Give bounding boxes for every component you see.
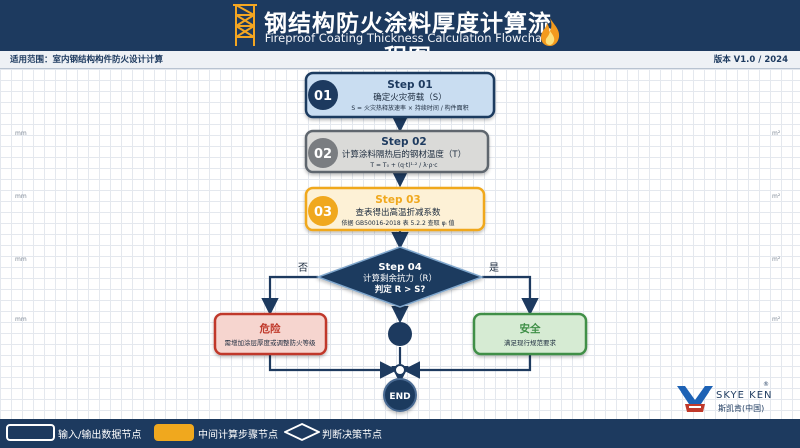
step-badge — [308, 80, 338, 110]
safe-text: 满足现行规范要求 — [504, 338, 557, 347]
step-title: Step 02 — [381, 136, 427, 148]
step-formula: 依据 GB50016-2018 表 5.2.2 查取 φᵢ 值 — [341, 219, 454, 227]
legend-decision-swatch — [284, 423, 320, 441]
danger-title: 危险 — [259, 322, 281, 335]
step-formula: T = T₀ + (q·t)¹·² / λ·ρ·c — [369, 162, 437, 169]
logo-registered-mark: ® — [763, 381, 769, 388]
step-02-node[interactable]: 02 Step 02 计算涂料隔热后的钢材温度（T） T = T₀ + (q·t… — [304, 129, 490, 174]
right-ruler-label: m² — [772, 193, 781, 200]
danger-node[interactable]: 危险 需增加涂层厚度或调整防火等级 — [213, 312, 328, 356]
right-ruler-label: m² — [772, 316, 781, 323]
junction-node — [394, 364, 406, 376]
version-label: 版本 V1.0 / 2024 — [713, 55, 788, 65]
connector-yes-branch — [482, 275, 539, 316]
step-01-node[interactable]: 01 Step 01 确定火灾荷载（S） S = 火灾热释放速率 × 持续时间 … — [304, 71, 496, 119]
step-formula: S = 火灾热释放速率 × 持续时间 / 构件面积 — [351, 104, 468, 112]
left-ruler-label: mm — [15, 256, 27, 263]
safe-title: 安全 — [520, 322, 541, 335]
connector-no-branch — [261, 275, 318, 316]
header-bar: 钢结构防火涂料厚度计算流程图 Fireproof Coating Thickne… — [0, 0, 800, 71]
connector-safe-end — [402, 354, 532, 379]
step-number: 02 — [314, 147, 332, 162]
step-title: Step 01 — [387, 79, 433, 91]
step-badge — [308, 138, 338, 168]
step-number: 01 — [314, 89, 332, 104]
flame-icon — [541, 18, 560, 46]
right-ruler-label: m² — [772, 256, 781, 263]
step-title: Step 03 — [375, 194, 421, 206]
legend-calc-swatch — [154, 424, 194, 441]
left-ruler-label: mm — [15, 130, 27, 137]
step-subtitle: 计算涂料隔热后的钢材温度（T） — [342, 149, 466, 160]
connector-danger-end — [268, 354, 398, 379]
branch-yes-label: 是 — [489, 262, 499, 274]
legend-io-swatch — [6, 424, 55, 441]
step-badge — [308, 196, 338, 226]
scope-label: 适用范围：室内钢结构构件防火设计计算 — [10, 55, 164, 65]
step-04-decision-node[interactable]: Step 04 计算剩余抗力（R） 判定 R > S? — [315, 246, 485, 308]
danger-text: 需增加涂层厚度或调整防火等级 — [225, 338, 317, 347]
decision-condition: 判定 R > S? — [375, 284, 426, 295]
end-node[interactable]: END — [383, 378, 417, 412]
step-03-node[interactable]: 03 Step 03 查表得出高温折减系数 依据 GB50016-2018 表 … — [304, 186, 486, 232]
step-subtitle: 确定火灾荷载（S） — [373, 92, 446, 103]
legend-io-label: 输入/输出数据节点 — [58, 430, 142, 441]
left-ruler-label: mm — [15, 193, 27, 200]
steel-tower-icon — [233, 4, 257, 46]
page-subtitle: Fireproof Coating Thickness Calculation … — [264, 31, 552, 45]
legend-bar — [0, 419, 800, 448]
skyeken-logo-icon — [677, 386, 713, 412]
logo-name: SKYE KEN — [716, 390, 773, 401]
merge-node — [388, 322, 412, 346]
step-title: Step 04 — [378, 262, 421, 273]
legend-calc-label: 中间计算步骤节点 — [198, 430, 278, 441]
end-label: END — [389, 392, 410, 402]
logo-cn-name: 斯凯肯(中国) — [718, 404, 765, 413]
step-subtitle: 查表得出高温折减系数 — [355, 207, 441, 218]
branch-no-label: 否 — [298, 262, 308, 274]
legend-decision-label: 判断决策节点 — [322, 430, 382, 441]
info-strip — [0, 51, 800, 69]
right-ruler-label: m² — [772, 130, 781, 137]
left-ruler-label: mm — [15, 316, 27, 323]
safe-node[interactable]: 安全 满足现行规范要求 — [472, 312, 588, 356]
step-number: 03 — [314, 205, 332, 220]
decision-question: 计算剩余抗力（R） — [363, 273, 437, 284]
